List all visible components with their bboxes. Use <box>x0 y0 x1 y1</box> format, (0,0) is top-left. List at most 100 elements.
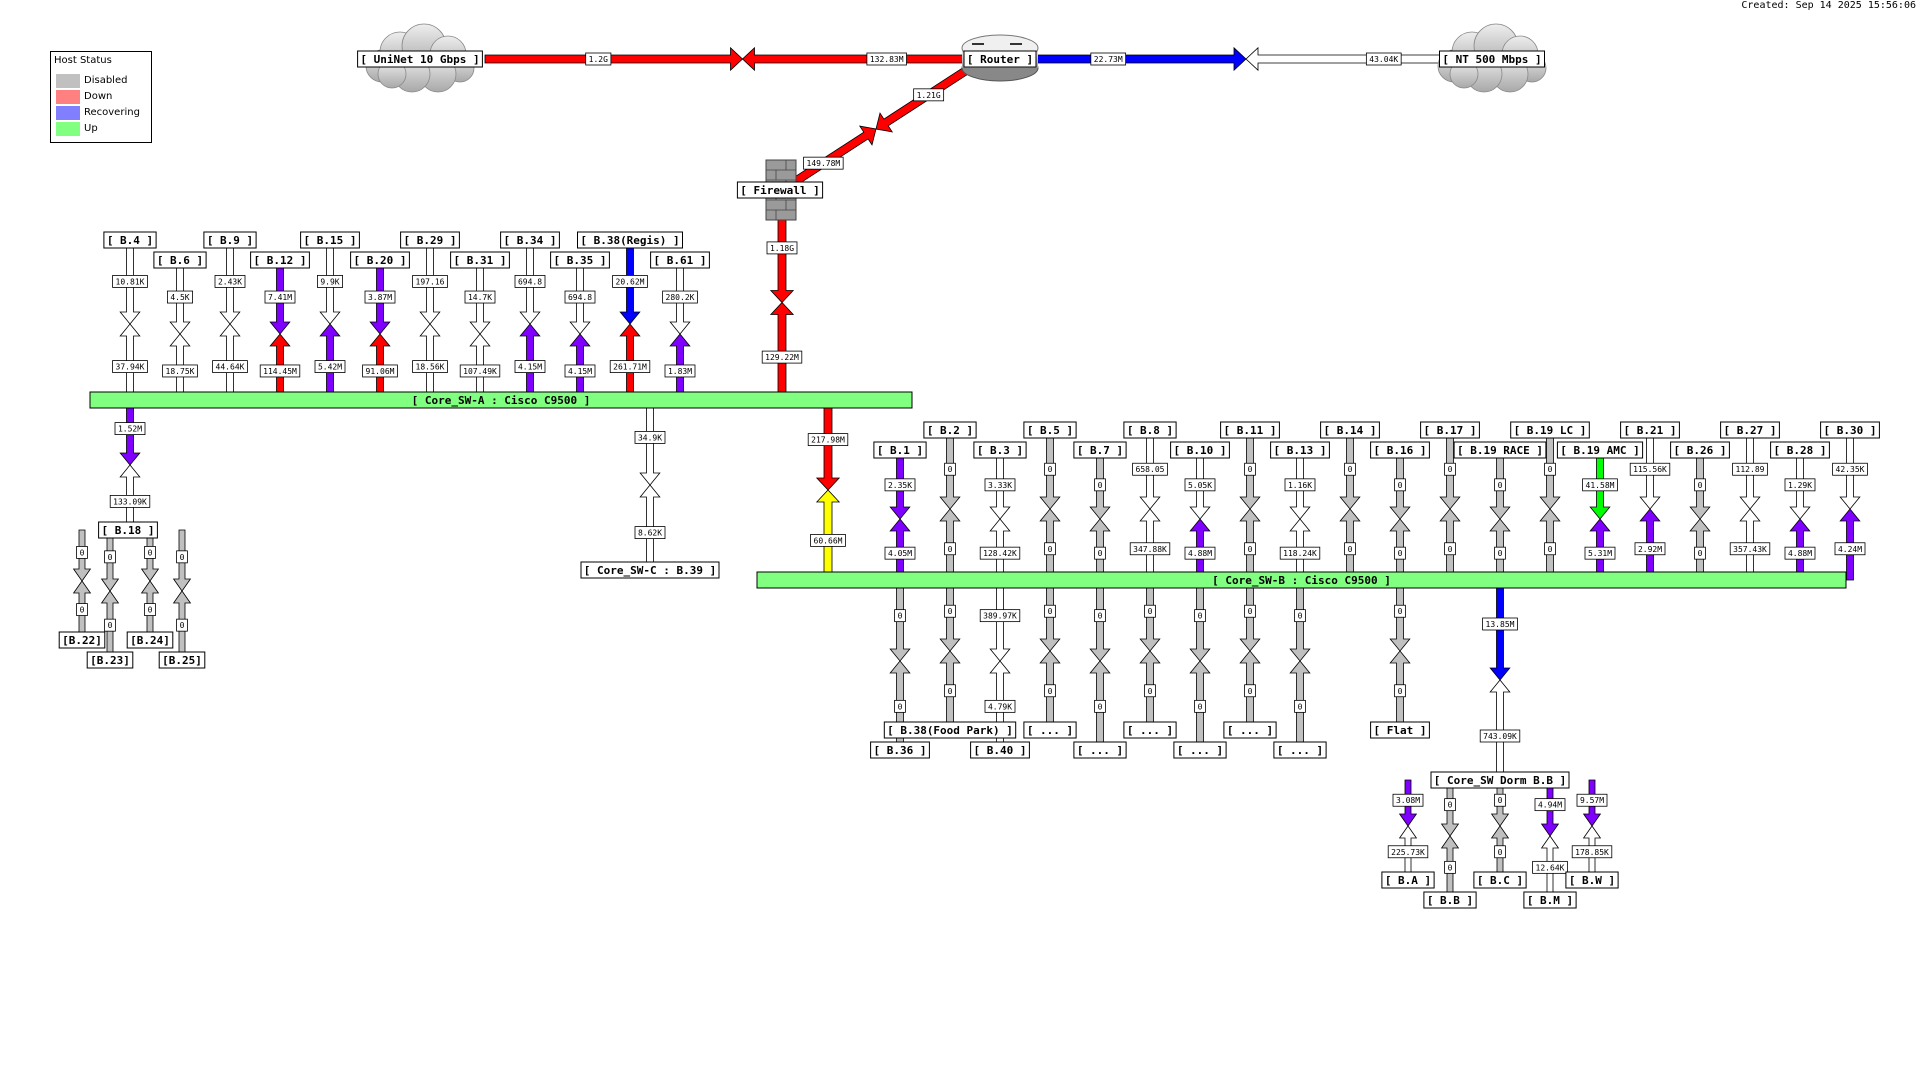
core-a-node-11[interactable]: [ B.61 ] <box>654 254 707 267</box>
core-b-top-node-2[interactable]: [ B.3 ] <box>977 444 1023 457</box>
link-dorm-2-label-a: 0 <box>1498 796 1503 805</box>
core-b-top-node-10[interactable]: [ B.16 ] <box>1374 444 1427 457</box>
link-core-a-7-label-a-box <box>464 290 496 304</box>
link-core-b-dorm-label-b: 743.09K <box>1483 732 1517 741</box>
link-core-a-b18-label-a-box <box>114 422 146 436</box>
core-b-top-node-19[interactable]: [ B.30 ] <box>1824 424 1877 437</box>
core-a-node-6[interactable]: [ B.29 ] <box>404 234 457 247</box>
link-core-b-bottom-0-label-a: 0 <box>898 612 903 621</box>
core-a-node-10[interactable]: [ B.38(Regis) ] <box>580 234 679 247</box>
b18-node-0-box <box>58 631 106 649</box>
legend-swatch <box>56 122 80 136</box>
dorm-node-4[interactable]: [ B.W ] <box>1569 874 1615 887</box>
dorm-node-3[interactable]: [ B.M ] <box>1527 894 1573 907</box>
b18-node-3[interactable]: [B.25] <box>162 654 202 667</box>
legend-swatch <box>56 106 80 120</box>
link-b18-2-label-b-box <box>144 603 156 616</box>
firewall-node[interactable]: [ Firewall ] <box>740 184 819 197</box>
uninet-node[interactable]: [ UniNet 10 Gbps ] <box>360 53 479 66</box>
link-core-b-top-19-label-a: 42.35K <box>1836 465 1865 474</box>
link-core-a-6-label-a: 197.16 <box>416 277 445 286</box>
link-dorm-3-label-b: 12.64K <box>1536 863 1565 872</box>
link-core-b-top-7-label-b: 0 <box>1248 545 1253 554</box>
core-a-node-9[interactable]: [ B.35 ] <box>554 254 607 267</box>
link-core-b-top-16-label-b: 0 <box>1698 549 1703 558</box>
core-b-top-node-17[interactable]: [ B.27 ] <box>1724 424 1777 437</box>
core-a-node-1[interactable]: [ B.6 ] <box>157 254 203 267</box>
core-b-bottom-node-9[interactable]: [ Flat ] <box>1374 724 1427 737</box>
core-b-top-node-18[interactable]: [ B.28 ] <box>1774 444 1827 457</box>
b18-node-1[interactable]: [B.23] <box>90 654 130 667</box>
nt-node-box <box>1439 50 1545 68</box>
core-b-top-node-6[interactable]: [ B.10 ] <box>1174 444 1227 457</box>
b18-node-2[interactable]: [B.24] <box>130 634 170 647</box>
core-b-top-node-4[interactable]: [ B.7 ] <box>1077 444 1123 457</box>
core-a-node-8[interactable]: [ B.34 ] <box>504 234 557 247</box>
core-b-top-node-5[interactable]: [ B.8 ] <box>1127 424 1173 437</box>
dorm-switch-node[interactable]: [ Core_SW Dorm B.B ] <box>1434 774 1566 787</box>
core-b-top-node-14[interactable]: [ B.19 AMC ] <box>1560 444 1639 457</box>
link-core-b-top-11-label-a-box <box>1444 462 1456 476</box>
core-a-switch[interactable]: [ Core_SW-A : Cisco C9500 ] <box>89 391 913 409</box>
link-core-a-5-label-a-box <box>364 290 396 304</box>
b18-node-0[interactable]: [B.22] <box>62 634 102 647</box>
link-dorm-3-label-a-box <box>1534 798 1566 812</box>
core-b-top-node-3[interactable]: [ B.5 ] <box>1027 424 1073 437</box>
core-b-top-node-9[interactable]: [ B.14 ] <box>1324 424 1377 437</box>
core-b-top-node-0[interactable]: [ B.1 ] <box>877 444 923 457</box>
link-core-b-top-13-label-a-box <box>1544 462 1556 476</box>
core-b-top-node-15[interactable]: [ B.21 ] <box>1624 424 1677 437</box>
link-core-a-6-label-a-box <box>412 275 448 288</box>
core-b-top-node-9-box <box>1320 421 1380 439</box>
link-router-firewall-label-b-box <box>803 156 844 170</box>
core-b-bottom-node-5[interactable]: [ ... ] <box>1127 724 1173 737</box>
core-b-bottom-node-2[interactable]: [ B.40 ] <box>974 744 1027 757</box>
core-b-switch[interactable]: [ Core_SW-B : Cisco C9500 ] <box>756 571 1847 589</box>
link-core-b-top-15-label-b: 2.92M <box>1638 545 1662 554</box>
core-b-bottom-node-6[interactable]: [ ... ] <box>1177 744 1223 757</box>
dorm-node-2[interactable]: [ B.C ] <box>1477 874 1523 887</box>
b18-node-box <box>98 521 158 539</box>
link-core-b-top-12-label-a: 0 <box>1498 481 1503 490</box>
core-b-bottom-node-4[interactable]: [ ... ] <box>1077 744 1123 757</box>
link-core-b-top-13-label-a: 0 <box>1548 465 1553 474</box>
core-b-top-node-16[interactable]: [ B.26 ] <box>1674 444 1727 457</box>
core-b-bottom-node-3[interactable]: [ ... ] <box>1027 724 1073 737</box>
core-a-node-4[interactable]: [ B.15 ] <box>304 234 357 247</box>
core-b-bottom-node-0[interactable]: [ B.36 ] <box>874 744 927 757</box>
b18-node[interactable]: [ B.18 ] <box>102 524 155 537</box>
core-b-bottom-node-7[interactable]: [ ... ] <box>1227 724 1273 737</box>
link-core-b-top-1-label-a-box <box>944 462 956 476</box>
link-core-a-0-label-a-box <box>112 275 148 288</box>
dorm-switch-node-box <box>1430 771 1570 789</box>
core-b-top-node-13[interactable]: [ B.19 LC ] <box>1514 424 1587 437</box>
core-b-bottom-node-1[interactable]: [ B.38(Food Park) ] <box>887 724 1013 737</box>
nt-node[interactable]: [ NT 500 Mbps ] <box>1442 53 1541 66</box>
core-b-top-node-11[interactable]: [ B.17 ] <box>1424 424 1477 437</box>
core-b-top-node-14-box <box>1556 441 1644 459</box>
link-core-a-1-label-b-box <box>162 364 198 378</box>
router-node[interactable]: [ Router ] <box>967 53 1033 66</box>
core-a-node-3[interactable]: [ B.12 ] <box>254 254 307 267</box>
link-core-a-core-c-label-a-box <box>634 430 666 444</box>
dorm-node-1[interactable]: [ B.B ] <box>1427 894 1473 907</box>
link-core-a-core-b-label-a: 217.98M <box>811 436 845 445</box>
core-a-node-0[interactable]: [ B.4 ] <box>107 234 153 247</box>
firewall-node-box <box>736 181 824 199</box>
link-router-firewall-label-a: 1.21G <box>917 91 941 100</box>
core-b-bottom-node-8-box <box>1273 741 1327 759</box>
core-a-node-5[interactable]: [ B.20 ] <box>354 254 407 267</box>
core-b-top-node-12[interactable]: [ B.19 RACE ] <box>1457 444 1543 457</box>
core-b-top-node-1[interactable]: [ B.2 ] <box>927 424 973 437</box>
core-c-node[interactable]: [ Core_SW-C : B.39 ] <box>584 564 716 577</box>
core-b-top-node-8[interactable]: [ B.13 ] <box>1274 444 1327 457</box>
link-core-b-top-5-label-a: 658.05 <box>1136 465 1165 474</box>
core-b-top-node-7[interactable]: [ B.11 ] <box>1224 424 1277 437</box>
core-b-bottom-node-8[interactable]: [ ... ] <box>1277 744 1323 757</box>
core-a-node-7[interactable]: [ B.31 ] <box>454 254 507 267</box>
dorm-node-0[interactable]: [ B.A ] <box>1385 874 1431 887</box>
core-a-node-2[interactable]: [ B.9 ] <box>207 234 253 247</box>
core-a-node-5-box <box>350 251 410 269</box>
core-a-node-10-box <box>577 231 683 249</box>
link-core-b-top-9-label-a: 0 <box>1348 465 1353 474</box>
